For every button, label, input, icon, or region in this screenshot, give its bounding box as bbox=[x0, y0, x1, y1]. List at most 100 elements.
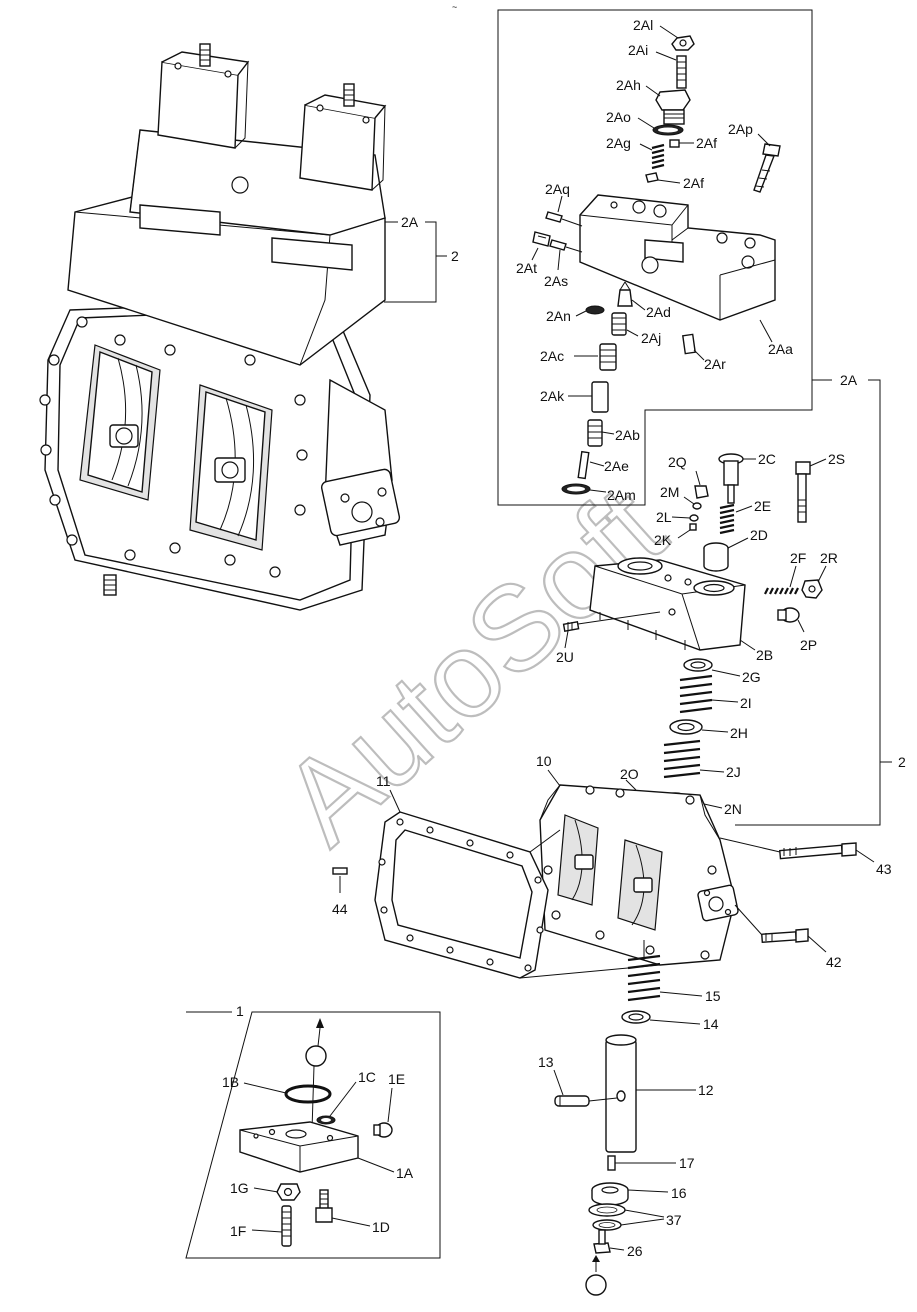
stray-mark: ~ bbox=[452, 2, 457, 12]
callout-2I: 2I bbox=[740, 695, 752, 711]
callout-1D: 1D bbox=[372, 1219, 390, 1235]
callout-2Ar: 2Ar bbox=[704, 356, 726, 372]
callout-2D: 2D bbox=[750, 527, 768, 543]
part-2Ak-tube bbox=[591, 381, 609, 413]
callout-16: 16 bbox=[671, 1185, 687, 1201]
part-2Ah-cap bbox=[655, 89, 691, 125]
part-2H-spring-seat bbox=[669, 719, 703, 735]
callout-2Q: 2Q bbox=[668, 454, 687, 470]
callout-2S: 2S bbox=[828, 451, 845, 467]
callout-2F: 2F bbox=[790, 550, 806, 566]
part-2Ar-pin bbox=[682, 333, 696, 355]
callout-2An: 2An bbox=[546, 308, 571, 324]
callout-2B: 2B bbox=[756, 647, 773, 663]
part-1A-adapter-block bbox=[239, 1121, 359, 1173]
callout-2H: 2H bbox=[730, 725, 748, 741]
part-1F-stud bbox=[281, 1205, 292, 1247]
part-2At-plug bbox=[532, 231, 551, 247]
callout-1E: 1E bbox=[388, 1071, 405, 1087]
part-2F-spring bbox=[764, 587, 799, 595]
callout-2U: 2U bbox=[556, 649, 574, 665]
callout-2Ae: 2Ae bbox=[604, 458, 629, 474]
callout-2L: 2L bbox=[656, 509, 672, 525]
part-2B-valve-body bbox=[589, 557, 746, 651]
part-2E-spring bbox=[719, 503, 735, 535]
callout-2R: 2R bbox=[820, 550, 838, 566]
part-2Ae-pin bbox=[577, 450, 590, 480]
part-2Af-seat bbox=[669, 139, 680, 148]
callout-2K: 2K bbox=[654, 532, 672, 548]
callout-42: 42 bbox=[826, 954, 842, 970]
callout-10: 10 bbox=[536, 753, 552, 769]
part-1D-cap-screw bbox=[315, 1189, 333, 1223]
part-2Al-nut bbox=[671, 35, 695, 51]
callout-43: 43 bbox=[876, 861, 892, 877]
part-12-plunger bbox=[605, 1034, 637, 1153]
part-10-valve-housing bbox=[539, 784, 739, 966]
callout-2Ai: 2Ai bbox=[628, 42, 648, 58]
callout-17: 17 bbox=[679, 1155, 695, 1171]
callout-2Ah: 2Ah bbox=[616, 77, 641, 93]
part-2Ai-screw bbox=[676, 55, 687, 89]
bracket-2-top bbox=[384, 221, 437, 303]
callout-2M: 2M bbox=[660, 484, 679, 500]
part-26-screw bbox=[593, 1229, 611, 1254]
callout-44: 44 bbox=[332, 901, 348, 917]
part-2As-pin bbox=[549, 239, 567, 251]
part-14-spring-seat bbox=[621, 1010, 651, 1024]
part-2L-ball bbox=[689, 514, 699, 522]
part-11-gasket bbox=[374, 811, 549, 979]
callout-2Ag: 2Ag bbox=[606, 135, 631, 151]
callout-2G: 2G bbox=[742, 669, 761, 685]
callout-2Am: 2Am bbox=[607, 487, 636, 503]
callout-26: 26 bbox=[627, 1243, 643, 1259]
callout-2Ab: 2Ab bbox=[615, 427, 640, 443]
callout-2E: 2E bbox=[754, 498, 771, 514]
part-2Af-pin bbox=[645, 172, 659, 183]
callout-2Ao: 2Ao bbox=[606, 109, 631, 125]
callout-2Aj: 2Aj bbox=[641, 330, 661, 346]
part-17-pin bbox=[607, 1155, 616, 1171]
callout-2Ac: 2Ac bbox=[540, 348, 564, 364]
callout-2-right: 2 bbox=[898, 754, 906, 770]
callout-2A-right: 2A bbox=[840, 372, 858, 388]
part-2S-bolt bbox=[795, 461, 811, 523]
part-2Ab-piston bbox=[587, 419, 603, 447]
connection-marker-K-top bbox=[305, 1018, 327, 1131]
assembled-valve-housing bbox=[39, 43, 401, 611]
callout-2C: 2C bbox=[758, 451, 776, 467]
part-2D-sleeve bbox=[703, 542, 729, 572]
part-2Ad-cone bbox=[617, 289, 633, 307]
callout-12: 12 bbox=[698, 1082, 714, 1098]
callout-2Aq: 2Aq bbox=[545, 181, 570, 197]
part-1G-nut bbox=[276, 1183, 301, 1201]
callout-15: 15 bbox=[705, 988, 721, 1004]
callout-14: 14 bbox=[703, 1016, 719, 1032]
callout-2A-top: 2A bbox=[401, 214, 419, 230]
callout-13: 13 bbox=[538, 1054, 554, 1070]
callout-2Aa: 2Aa bbox=[768, 341, 793, 357]
callout-2O: 2O bbox=[620, 766, 639, 782]
part-2J-spring bbox=[663, 739, 701, 779]
part-2Ag-spring bbox=[651, 143, 665, 170]
callout-2Ak: 2Ak bbox=[540, 388, 565, 404]
part-2An-o-ring bbox=[585, 305, 605, 315]
callout-2Ap: 2Ap bbox=[728, 121, 753, 137]
callout-1G: 1G bbox=[230, 1180, 249, 1196]
part-1B-o-ring bbox=[284, 1084, 332, 1104]
part-43-bolt bbox=[779, 842, 857, 860]
connection-marker-K-bottom bbox=[585, 1255, 607, 1296]
part-2Ap-bolt bbox=[753, 143, 781, 193]
callout-2At: 2At bbox=[516, 260, 537, 276]
part-2Aj-sleeve bbox=[611, 312, 627, 336]
callout-1: 1 bbox=[236, 1003, 244, 1019]
callout-1A: 1A bbox=[396, 1165, 414, 1181]
callout-2J: 2J bbox=[726, 764, 741, 780]
part-2I-spring bbox=[679, 674, 713, 714]
part-2C-valve-stem bbox=[718, 453, 744, 504]
housing-bolt-holes bbox=[39, 316, 308, 578]
callout-2Ad: 2Ad bbox=[646, 304, 671, 320]
callout-1F: 1F bbox=[230, 1223, 246, 1239]
part-2Aa-valve-block bbox=[579, 194, 776, 321]
